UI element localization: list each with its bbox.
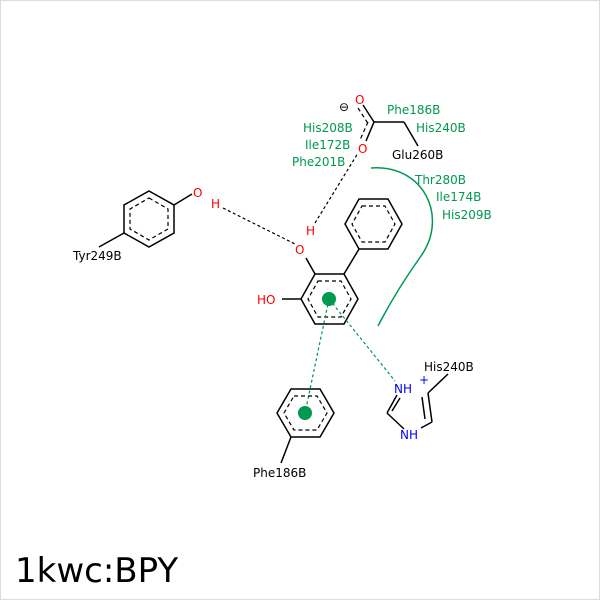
hydrophobic-label: Phe186B	[387, 103, 440, 117]
his240-label: His240B	[424, 360, 474, 374]
tyr-oxygen: O	[193, 186, 202, 200]
negative-charge-icon: ⊖	[339, 100, 349, 114]
ligand-oxygen: O	[295, 243, 304, 257]
ligand-bpy: O H HO	[257, 198, 403, 325]
hydrophobic-label: Ile172B	[305, 138, 350, 152]
pi-stacking-phe186	[304, 298, 330, 414]
hbond-glu260	[314, 152, 359, 224]
diagram-title: 1kwc:BPY	[15, 551, 179, 591]
ring-centroid-ligand	[322, 292, 336, 306]
phe186-label: Phe186B	[253, 466, 306, 480]
his-nh: NH	[400, 428, 418, 442]
phe186-residue: Phe186B	[253, 388, 335, 480]
his-nh-plus: NH	[394, 382, 412, 396]
hydrophobic-contact-arc	[370, 167, 434, 327]
glu-oxygen-2: O	[358, 142, 367, 156]
hydrophobic-label: His209B	[442, 208, 492, 222]
glu260-residue: O O ⊖ Glu260B	[339, 93, 443, 162]
hydrophobic-label: His240B	[416, 121, 466, 135]
hydrophobic-label: Ile174B	[436, 190, 481, 204]
tyr-hydrogen: H	[211, 197, 220, 211]
hydrophobic-labels: His208B Ile172B Phe201B Phe186B His240B …	[292, 103, 492, 222]
positive-charge-icon: +	[419, 373, 429, 387]
tyr249-label: Tyr249B	[72, 249, 122, 263]
ligand-hydrogen: H	[306, 224, 315, 238]
glu260-label: Glu260B	[392, 148, 443, 162]
tyr249-residue: O H Tyr249B	[72, 186, 220, 263]
hydrophobic-label: Thr280B	[414, 173, 466, 187]
glu-oxygen-1: O	[355, 93, 364, 107]
pi-cation-his240	[328, 298, 396, 382]
hbond-tyr249	[222, 207, 296, 245]
ligand-hydroxyl: HO	[257, 293, 275, 307]
hydrophobic-label: His208B	[303, 121, 353, 135]
ring-centroid-phe186	[298, 406, 312, 420]
his240-residue: NH + NH His240B	[386, 360, 474, 442]
hydrophobic-label: Phe201B	[292, 155, 345, 169]
